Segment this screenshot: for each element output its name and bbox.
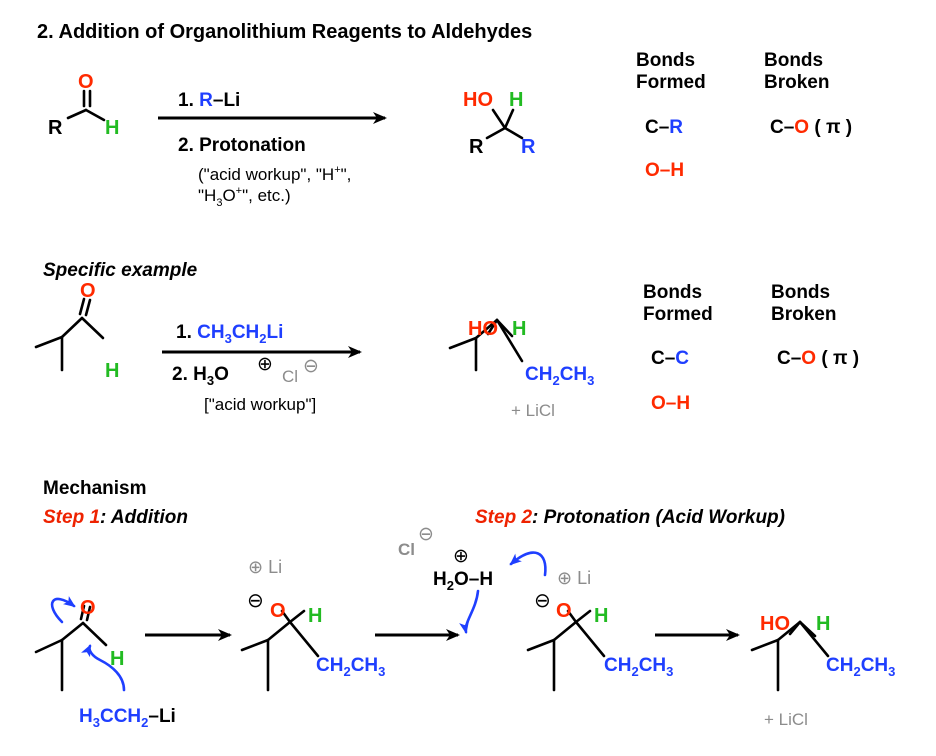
general-product: HO H R R: [463, 89, 536, 158]
final-byproduct: + LiCl: [764, 710, 808, 729]
example-bonds-broken-heading-1: Bonds: [771, 282, 830, 303]
example-bonds-formed-heading-1: Bonds: [643, 282, 702, 303]
example-bond-formed-O-H: O–H: [651, 393, 690, 414]
alkoxide-chain: CH2CH3: [316, 655, 385, 679]
product-R-right: R: [521, 136, 536, 158]
product-H: H: [509, 89, 523, 111]
example-reagent-1: 1. CH3CH2Li: [176, 322, 283, 346]
alkoxide-2-chain: CH2CH3: [604, 655, 673, 679]
example-product: HO H CH2CH3 + LiCl: [448, 318, 594, 420]
mechanism-aldehyde-O: O: [80, 597, 96, 619]
alkoxide-2-O: O: [556, 600, 572, 622]
example-byproduct: + LiCl: [511, 401, 555, 420]
example-product-chain: CH2CH3: [525, 364, 594, 388]
hydronium-plus: ⊕: [453, 546, 469, 567]
bond-formed-C-R: C–R: [645, 117, 683, 138]
example-aldehyde: O H: [34, 280, 119, 382]
alkoxide-minus: ⊖: [247, 590, 264, 612]
general-aldehyde: O R H: [48, 71, 119, 139]
alkoxide-O: O: [270, 600, 286, 622]
alkoxide-2-minus: ⊖: [534, 590, 551, 612]
hydronium-formula: H2O–H: [433, 569, 493, 593]
reagent-note-2: "H3O+", etc.): [198, 185, 291, 209]
alkoxide-intermediate-2: ⊕ Li ⊖ O H CH2CH3: [526, 568, 673, 692]
final-chain: CH2CH3: [826, 655, 895, 679]
example-reagent-2: 2. H3O: [172, 364, 229, 388]
step-2-label: Step 2: Protonation (Acid Workup): [475, 507, 785, 528]
aldehyde-H: H: [105, 117, 119, 139]
product-R-left: R: [469, 136, 484, 158]
aldehyde-R: R: [48, 117, 63, 139]
example-aldehyde-O: O: [80, 280, 96, 302]
page-title: 2. Addition of Organolithium Reagents to…: [37, 21, 532, 43]
example-bonds-formed-heading-2: Formed: [643, 304, 713, 325]
example-minus-charge: ⊖: [303, 356, 319, 377]
lithium-counterion-1: ⊕ Li: [248, 557, 282, 577]
example-product-H: H: [512, 318, 526, 340]
aldehyde-O: O: [78, 71, 94, 93]
alkoxide-H: H: [308, 605, 322, 627]
curly-arrow-oh-bond: [459, 589, 480, 634]
lithium-counterion-2: ⊕ Li: [557, 568, 591, 588]
curly-arrow-nucleophile: [81, 644, 126, 692]
example-bonds-broken-heading-2: Broken: [771, 304, 836, 325]
example-plus-charge: ⊕: [257, 354, 273, 375]
bonds-formed-heading-2: Formed: [636, 72, 706, 93]
alkoxide-intermediate: ⊖ O H CH2CH3 ⊕ Li: [240, 557, 385, 692]
product-HO: HO: [463, 89, 493, 111]
mechanism-aldehyde-H: H: [110, 648, 124, 670]
mechanism-aldehyde: O H: [34, 597, 124, 692]
curly-arrow-deprotonate: [509, 551, 547, 577]
bonds-formed-heading-1: Bonds: [636, 50, 695, 71]
chloride-mechanism: Cl: [398, 540, 415, 559]
reagent-note-1: ("acid workup", "H+",: [198, 164, 351, 184]
example-heading: Specific example: [43, 260, 198, 281]
mechanism-heading: Mechanism: [43, 478, 146, 499]
hydronium: Cl ⊖ ⊕ H2O–H: [398, 524, 493, 593]
final-H: H: [816, 613, 830, 635]
example-chloride: Cl: [282, 367, 298, 386]
example-bond-broken-C-O: C–O ( π ): [777, 348, 859, 369]
example-aldehyde-H: H: [105, 360, 119, 382]
mechanism-reagent: H3CCH2–Li: [79, 706, 176, 730]
step-1-label: Step 1: Addition: [43, 507, 188, 528]
final-product: HO H CH2CH3 + LiCl: [750, 613, 895, 729]
reagent-2: 2. Protonation: [178, 135, 306, 156]
bonds-broken-heading-1: Bonds: [764, 50, 823, 71]
example-bond-formed-C-C: C–C: [651, 348, 689, 369]
final-HO: HO: [760, 613, 790, 635]
bonds-broken-heading-2: Broken: [764, 72, 829, 93]
alkoxide-2-H: H: [594, 605, 608, 627]
curly-arrow-pi-bond: [50, 596, 76, 624]
reagent-1: 1. R–Li: [178, 90, 240, 111]
chloride-minus: ⊖: [418, 524, 434, 545]
bond-formed-O-H: O–H: [645, 160, 684, 181]
bond-broken-C-O: C–O ( π ): [770, 117, 852, 138]
example-note: ["acid workup"]: [204, 395, 316, 414]
example-product-HO: HO: [468, 318, 498, 340]
